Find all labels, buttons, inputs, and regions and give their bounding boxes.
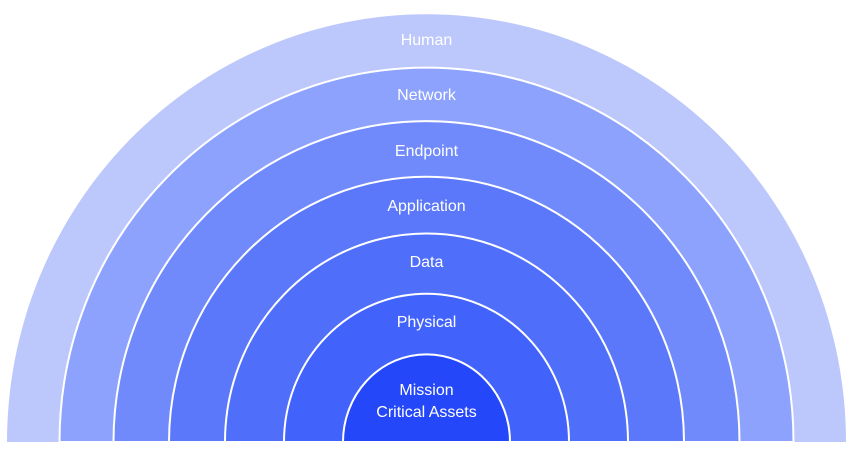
layer-ring-mission xyxy=(341,353,512,443)
layer-label-physical: Physical xyxy=(396,314,457,331)
layer-label-human: Human xyxy=(400,32,453,49)
layer-label-mission: Mission xyxy=(399,382,454,399)
layer-label-endpoint: Endpoint xyxy=(394,143,459,160)
layer-label-application: Application xyxy=(387,198,466,215)
layer-label-critical-assets: Critical Assets xyxy=(376,404,477,421)
baseline-mask xyxy=(0,442,859,451)
layer-label-network: Network xyxy=(397,87,456,104)
layer-label-data: Data xyxy=(409,254,444,271)
